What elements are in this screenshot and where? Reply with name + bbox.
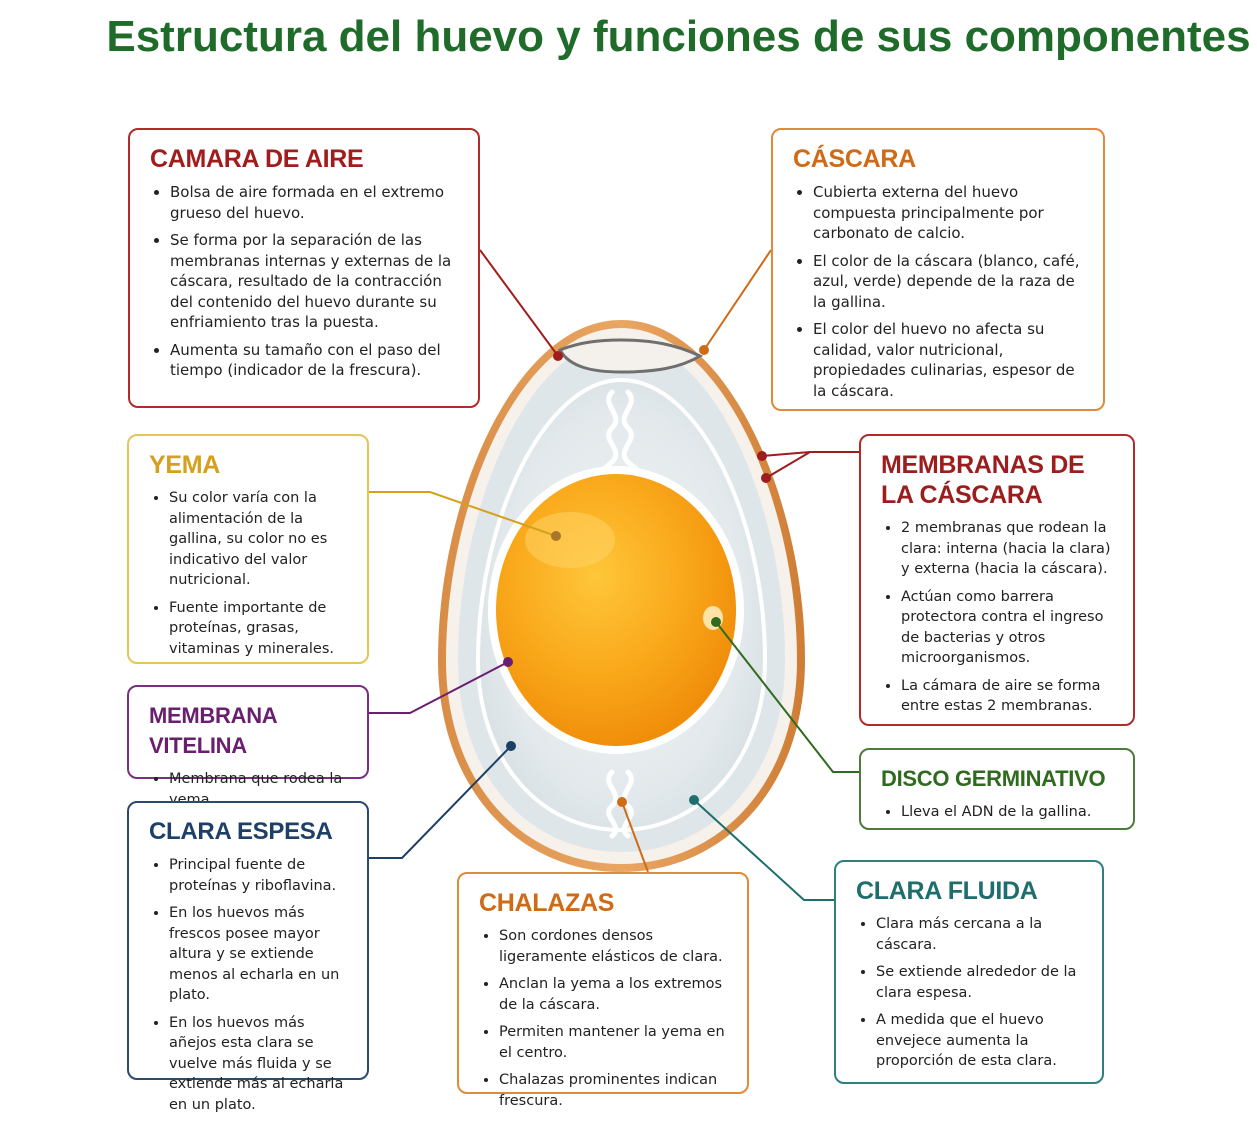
- leader-vitelina: [369, 661, 509, 714]
- yema-list: Su color varía con la alimentación de la…: [149, 488, 353, 659]
- page-title: Estructura del huevo y funciones de sus …: [106, 12, 1251, 61]
- cascara-title: CÁSCARA: [793, 145, 916, 173]
- yema-title: YEMA: [149, 451, 221, 479]
- disco-germinativo-title: DISCO GERMINATIVO: [881, 766, 1106, 791]
- list-item: En los huevos más añejos esta clara se v…: [169, 1013, 353, 1116]
- clara-fluida-box: CLARA FLUIDA Clara más cercana a la cásc…: [834, 860, 1104, 1084]
- leader-clara-espesa: [369, 745, 512, 859]
- list-item: Son cordones densos ligeramente elástico…: [499, 926, 733, 967]
- list-item: Su color varía con la alimentación de la…: [169, 488, 353, 591]
- list-item: La cámara de aire se forma entre estas 2…: [901, 676, 1119, 717]
- membrana-vitelina-title: MEMBRANA VITELINA: [149, 703, 277, 758]
- leader-membranas-2: [765, 451, 811, 479]
- leader-yema: [369, 491, 557, 537]
- camara-de-aire-list: Bolsa de aire formada en el extremo grue…: [150, 182, 464, 381]
- list-item: Chalazas prominentes indican frescura.: [499, 1070, 733, 1111]
- clara-fluida-list: Clara más cercana a la cáscara. Se extie…: [856, 914, 1088, 1072]
- list-item: Cubierta externa del huevo compuesta pri…: [813, 182, 1089, 244]
- list-item: Anclan la yema a los extremos de la cásc…: [499, 974, 733, 1015]
- camara-de-aire-box: CAMARA DE AIRE Bolsa de aire formada en …: [128, 128, 480, 408]
- list-item: En los huevos más frescos posee mayor al…: [169, 903, 353, 1006]
- leader-dots: [503, 345, 771, 807]
- list-item: Lleva el ADN de la gallina.: [901, 802, 1119, 823]
- cascara-box: CÁSCARA Cubierta externa del huevo compu…: [771, 128, 1105, 411]
- list-item: Actúan como barrera protectora contra el…: [901, 587, 1119, 669]
- list-item: El color del huevo no afecta su calidad,…: [813, 319, 1089, 401]
- list-item: Principal fuente de proteínas y riboflav…: [169, 855, 353, 896]
- camara-de-aire-title: CAMARA DE AIRE: [150, 145, 364, 173]
- leader-clara-fluida: [693, 799, 834, 901]
- cascara-list: Cubierta externa del huevo compuesta pri…: [793, 182, 1089, 401]
- yolk-highlight: [525, 512, 615, 568]
- list-item: Permiten mantener la yema en el centro.: [499, 1022, 733, 1063]
- clara-espesa-title: CLARA ESPESA: [149, 818, 333, 845]
- disco-germinativo-list: Lleva el ADN de la gallina.: [881, 802, 1119, 823]
- list-item: Se forma por la separación de las membra…: [170, 230, 464, 333]
- membrana-vitelina-box: MEMBRANA VITELINA Membrana que rodea la …: [127, 685, 369, 808]
- leader-lines: [369, 249, 859, 901]
- list-item: Se extiende alrededor de la clara espesa…: [876, 962, 1088, 1003]
- leader-disco: [715, 621, 859, 773]
- leader-camara: [479, 249, 559, 357]
- list-item: Bolsa de aire formada en el extremo grue…: [170, 182, 464, 223]
- clara-fluida-title: CLARA FLUIDA: [856, 877, 1038, 905]
- leader-membranas-1: [761, 451, 859, 457]
- clara-espesa-box: CLARA ESPESA Principal fuente de proteín…: [127, 801, 369, 1113]
- clara-espesa-list: Principal fuente de proteínas y riboflav…: [149, 855, 353, 1115]
- air-cell: [557, 338, 704, 374]
- disco-germinativo-box: DISCO GERMINATIVO Lleva el ADN de la gal…: [859, 748, 1135, 830]
- chalazas-box: CHALAZAS Son cordones densos ligeramente…: [457, 872, 749, 1109]
- membranas-title: MEMBRANAS DE LA CÁSCARA: [881, 451, 1085, 509]
- chalazas-title: CHALAZAS: [479, 889, 615, 917]
- membranas-box: MEMBRANAS DE LA CÁSCARA 2 membranas que …: [859, 434, 1135, 726]
- membranas-list: 2 membranas que rodean la clara: interna…: [881, 518, 1119, 717]
- leader-cascara: [703, 249, 772, 351]
- list-item: Aumenta su tamaño con el paso del tiempo…: [170, 340, 464, 381]
- yema-box: YEMA Su color varía con la alimentación …: [127, 434, 369, 664]
- list-item: 2 membranas que rodean la clara: interna…: [901, 518, 1119, 580]
- leader-chalazas: [621, 801, 649, 873]
- list-item: A medida que el huevo envejece aumenta l…: [876, 1010, 1088, 1072]
- list-item: El color de la cáscara (blanco, café, az…: [813, 251, 1089, 313]
- list-item: Clara más cercana a la cáscara.: [876, 914, 1088, 955]
- list-item: Fuente importante de proteínas, grasas, …: [169, 598, 353, 660]
- yolk: [488, 466, 744, 754]
- chalazas-list: Son cordones densos ligeramente elástico…: [479, 926, 733, 1111]
